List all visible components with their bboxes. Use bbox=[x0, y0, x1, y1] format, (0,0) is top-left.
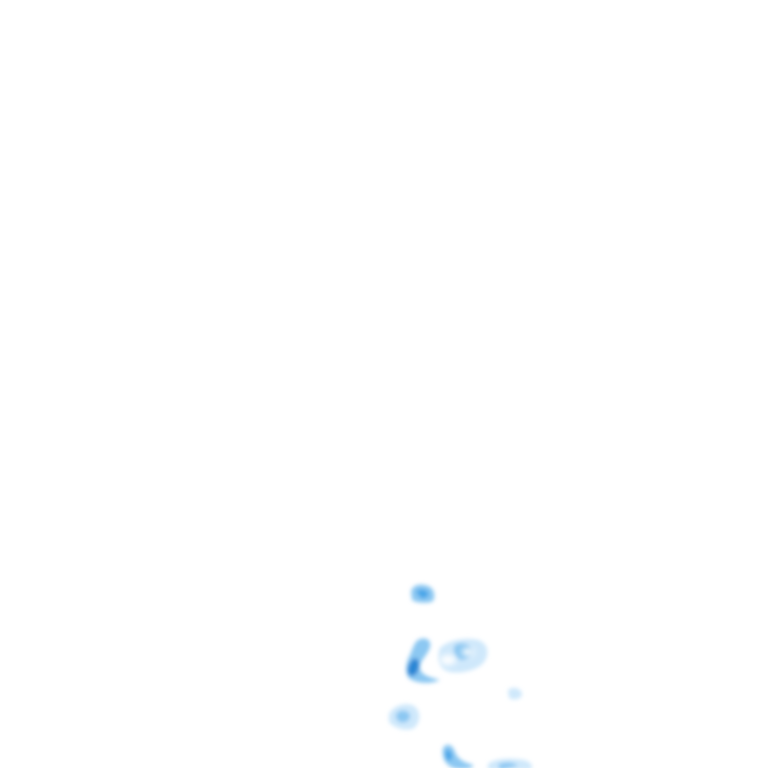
echo-east-fragment bbox=[508, 687, 522, 700]
echo-gaps bbox=[425, 648, 474, 672]
echo-west-cell bbox=[389, 704, 420, 730]
echo-north-cell bbox=[411, 584, 435, 603]
echo-south-band bbox=[442, 744, 532, 768]
